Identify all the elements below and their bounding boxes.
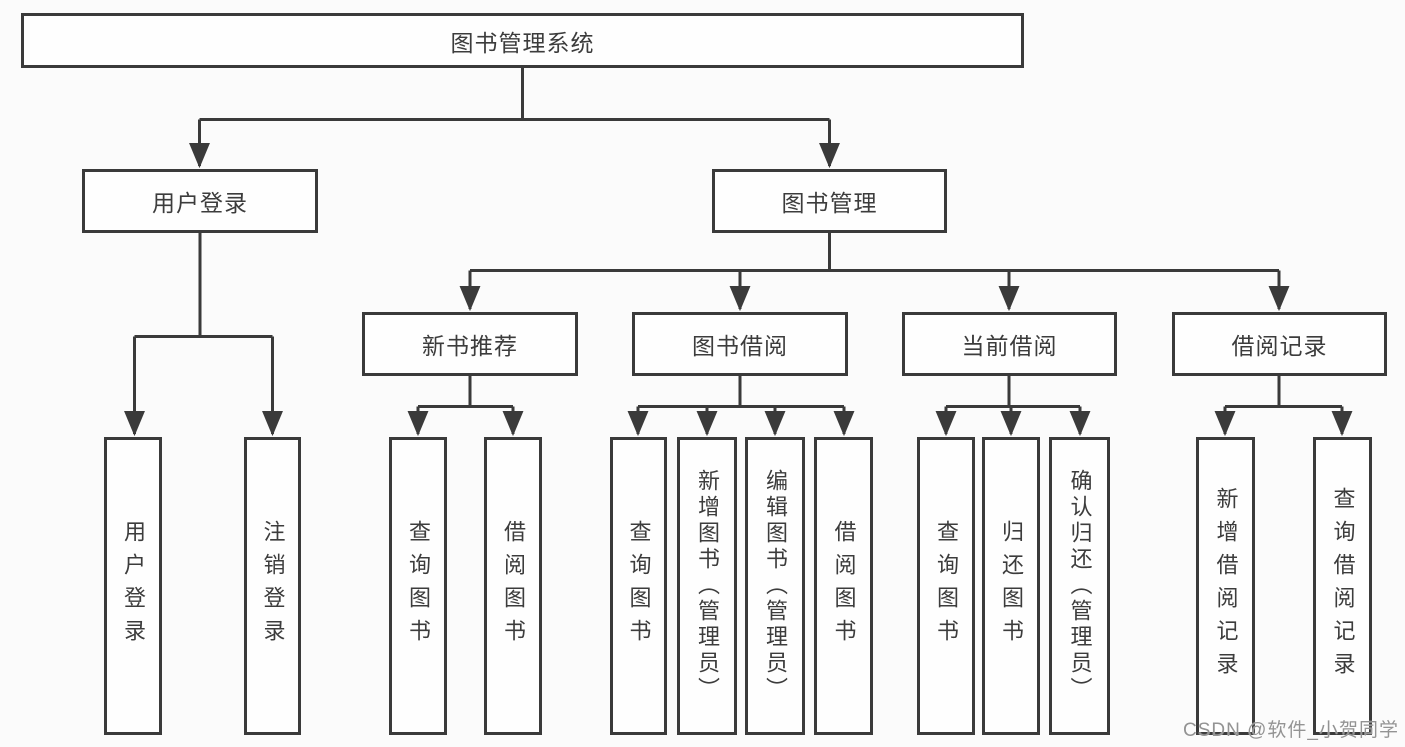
leaf-query-books-2: 查询图书 bbox=[610, 437, 667, 735]
leaf-logout: 注销登录 bbox=[244, 437, 301, 735]
node-book-management-label: 图书管理 bbox=[781, 190, 878, 216]
leaf-query-borrow-record: 查询借阅记录 bbox=[1313, 437, 1372, 735]
node-current-borrowing-label: 当前借阅 bbox=[961, 333, 1058, 359]
leaf-edit-books-admin: 编辑图书（管理员） bbox=[745, 437, 805, 735]
leaf-add-borrow-record: 新增借阅记录 bbox=[1196, 437, 1255, 735]
watermark: CSDN @软件_小贺同学 bbox=[1183, 720, 1399, 741]
leaf-confirm-return-admin: 确认归还（管理员） bbox=[1049, 437, 1110, 735]
leaf-confirm-return-admin-label: 确认归还（管理员） bbox=[1067, 469, 1093, 703]
node-user-login-label: 用户登录 bbox=[152, 190, 248, 216]
leaf-return-books: 归还图书 bbox=[982, 437, 1040, 735]
leaf-user-login-label: 用户登录 bbox=[121, 520, 146, 652]
node-new-book-recommend: 新书推荐 bbox=[362, 312, 578, 376]
node-new-book-recommend-label: 新书推荐 bbox=[422, 333, 518, 359]
leaf-query-borrow-record-label: 查询借阅记录 bbox=[1330, 487, 1356, 685]
leaf-borrow-books-2-label: 借阅图书 bbox=[831, 520, 857, 652]
leaf-user-login: 用户登录 bbox=[104, 437, 162, 735]
leaf-query-books-3: 查询图书 bbox=[917, 437, 975, 735]
leaf-borrow-books-1: 借阅图书 bbox=[484, 437, 542, 735]
leaf-edit-books-admin-label: 编辑图书（管理员） bbox=[763, 469, 788, 703]
node-book-borrowing: 图书借阅 bbox=[632, 312, 848, 376]
node-book-borrowing-label: 图书借阅 bbox=[692, 333, 788, 359]
node-root: 图书管理系统 bbox=[21, 13, 1024, 68]
leaf-add-books-admin: 新增图书（管理员） bbox=[677, 437, 737, 735]
leaf-query-books-2-label: 查询图书 bbox=[626, 520, 652, 652]
node-borrowing-records-label: 借阅记录 bbox=[1231, 333, 1328, 359]
leaf-borrow-books-1-label: 借阅图书 bbox=[501, 520, 526, 652]
leaf-add-borrow-record-label: 新增借阅记录 bbox=[1213, 487, 1239, 685]
node-user-login: 用户登录 bbox=[82, 169, 318, 233]
node-root-label: 图书管理系统 bbox=[450, 29, 595, 56]
node-borrowing-records: 借阅记录 bbox=[1172, 312, 1387, 376]
leaf-return-books-label: 归还图书 bbox=[999, 520, 1024, 652]
leaf-add-books-admin-label: 新增图书（管理员） bbox=[695, 469, 720, 703]
node-book-management: 图书管理 bbox=[712, 169, 947, 233]
leaf-logout-label: 注销登录 bbox=[260, 520, 286, 652]
leaf-borrow-books-2: 借阅图书 bbox=[814, 437, 873, 735]
leaf-query-books-3-label: 查询图书 bbox=[934, 520, 959, 652]
leaf-query-books-1-label: 查询图书 bbox=[406, 520, 431, 652]
leaf-query-books-1: 查询图书 bbox=[389, 437, 447, 735]
node-current-borrowing: 当前借阅 bbox=[902, 312, 1117, 376]
